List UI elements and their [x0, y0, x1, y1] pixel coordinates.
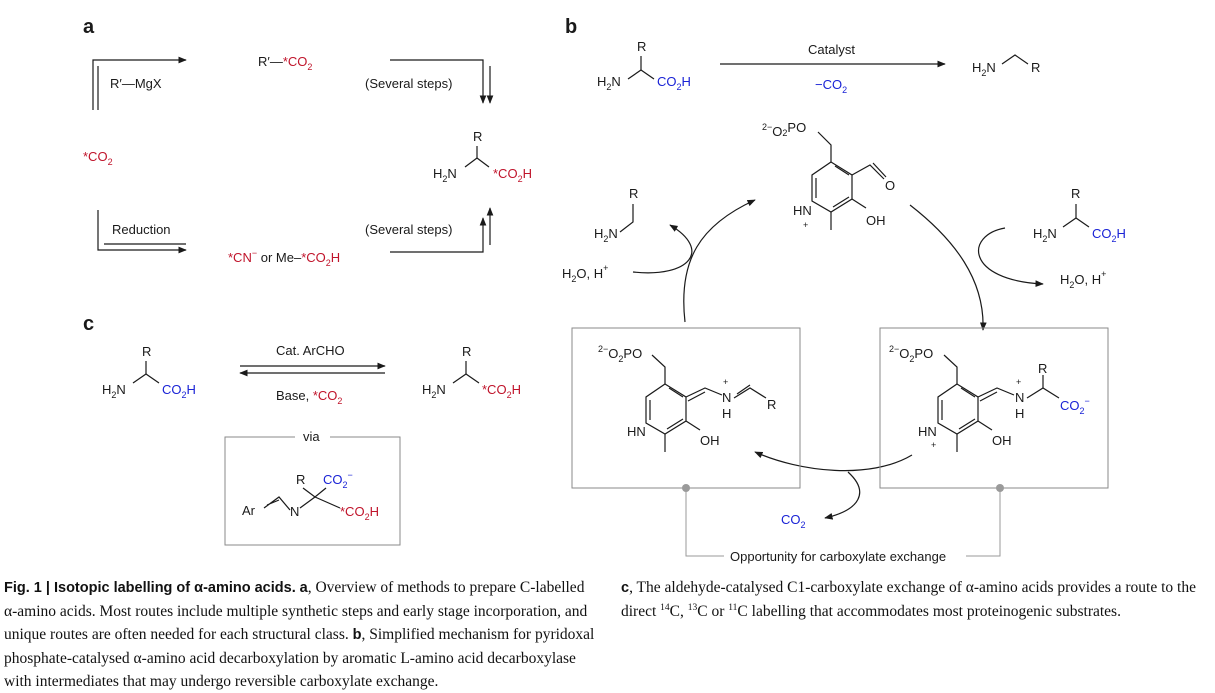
svg-text:H2N: H2N — [972, 60, 996, 78]
svg-text:N: N — [290, 504, 299, 519]
water-proton-right: H2O, H+ — [1060, 269, 1106, 290]
svg-text:R: R — [462, 344, 471, 359]
carboxylate-exchange-label: Opportunity for carboxylate exchange — [730, 549, 946, 564]
amine-released: R H2N — [594, 186, 638, 244]
svg-text:OH: OH — [866, 213, 886, 228]
released-co2: CO2 — [781, 512, 806, 530]
caption-title: Fig. 1 | Isotopic labelling of α-amino a… — [4, 580, 296, 596]
svg-text:HN: HN — [627, 424, 646, 439]
svg-text:CO2H: CO2H — [657, 74, 691, 92]
amine-product-b: H2N R — [972, 54, 1040, 78]
svg-text:R: R — [637, 39, 646, 54]
svg-text:H: H — [722, 406, 731, 421]
svg-text:CO2H: CO2H — [162, 382, 196, 400]
svg-text:*CO2H: *CO2H — [482, 382, 521, 400]
svg-text:R: R — [473, 129, 482, 144]
substrate-aldimine-box — [879, 327, 1109, 489]
svg-text:R: R — [629, 186, 638, 201]
cyanide-or-acetate: *CN− or Me–*CO2H — [228, 248, 340, 268]
catalyst-label: Catalyst — [808, 42, 855, 57]
lower-several-steps-arrow — [390, 207, 494, 253]
svg-text:R: R — [142, 344, 151, 359]
caption-a-text: , Overview of methods to prepare C-label… — [4, 579, 588, 643]
svg-text:2−O2PO: 2−O2PO — [762, 120, 806, 139]
amino-acid-substrate-c: R H2N CO2H — [102, 344, 196, 400]
equilibrium-arrows — [239, 362, 386, 377]
svg-text:R: R — [1071, 186, 1080, 201]
svg-text:H2N: H2N — [1033, 226, 1057, 244]
svg-text:*CO2H: *CO2H — [493, 166, 532, 184]
svg-text:N: N — [1015, 390, 1024, 405]
svg-text:H2N: H2N — [102, 382, 126, 400]
catalyst-archo-label: Cat. ArCHO — [276, 343, 345, 358]
svg-text:R: R — [296, 472, 305, 487]
figure-artwork: a R′—MgX R′—*CO2 (Several steps) *CO2 R … — [83, 16, 1126, 564]
upper-several-steps-label: (Several steps) — [365, 76, 452, 91]
via-intermediate-box: via R CO2− Ar N *CO2H — [224, 429, 401, 546]
r-co2-intermediate: R′—*CO2 — [258, 54, 312, 72]
amino-acid-entering: R H2N CO2H — [1033, 186, 1126, 244]
product-aldimine: 2−O2PO N + H R OH HN — [598, 344, 776, 452]
catalytic-cycle-arrows — [632, 199, 1044, 520]
panel-label-c: c — [83, 313, 94, 335]
svg-text:H2N: H2N — [597, 74, 621, 92]
svg-text:Ar: Ar — [242, 503, 256, 518]
svg-text:+: + — [803, 220, 808, 230]
svg-text:CO2−: CO2− — [323, 470, 353, 490]
svg-text:H2N: H2N — [422, 382, 446, 400]
svg-text:HN: HN — [793, 203, 812, 218]
svg-text:CO2−: CO2− — [1060, 396, 1090, 416]
svg-text:H2N: H2N — [433, 166, 457, 184]
grignard-reagent: R′—MgX — [110, 76, 162, 91]
svg-text:N: N — [722, 390, 731, 405]
svg-text:H: H — [1015, 406, 1024, 421]
substrate-aldimine: 2−O2PO N + H R CO2− OH HN + — [889, 344, 1090, 452]
svg-text:R: R — [767, 397, 776, 412]
caption-column-right: c, The aldehyde-catalysed C1-carboxylate… — [621, 579, 1196, 620]
svg-text:+: + — [931, 440, 936, 450]
base-co2-label: Base, *CO2 — [276, 388, 342, 406]
svg-text:OH: OH — [992, 433, 1012, 448]
reduction-arrow — [97, 210, 187, 254]
panel-label-b: b — [565, 16, 577, 38]
upper-several-steps-arrow — [390, 59, 494, 104]
plp-cofactor-top: 2−O2PO O OH HN + — [762, 120, 895, 230]
svg-text:OH: OH — [700, 433, 720, 448]
svg-text:CO2H: CO2H — [1092, 226, 1126, 244]
svg-text:R: R — [1031, 60, 1040, 75]
carboxylate-exchange-bracket — [682, 484, 1004, 557]
svg-text:2−O2PO: 2−O2PO — [598, 344, 642, 364]
svg-text:R: R — [1038, 361, 1047, 376]
grignard-arrow — [92, 56, 187, 110]
svg-text:HN: HN — [918, 424, 937, 439]
svg-text:H2N: H2N — [594, 226, 618, 244]
labelled-co2-source: *CO2 — [83, 149, 113, 167]
amino-acid-product-a: R H2N *CO2H — [433, 129, 532, 184]
figure-caption: Fig. 1 | Isotopic labelling of α-amino a… — [4, 576, 1209, 693]
svg-text:*CO2H: *CO2H — [340, 504, 379, 522]
svg-text:+: + — [1016, 377, 1021, 387]
svg-text:2−O2PO: 2−O2PO — [889, 344, 933, 364]
svg-text:via: via — [303, 429, 320, 444]
lower-several-steps-label: (Several steps) — [365, 222, 452, 237]
panel-label-a: a — [83, 16, 95, 38]
minus-co2-label: −CO2 — [815, 77, 847, 95]
amino-acid-product-c: R H2N *CO2H — [422, 344, 521, 400]
caption-c-text: , The aldehyde-catalysed C1-carboxylate … — [621, 579, 1196, 620]
amino-acid-substrate-b: R H2N CO2H — [597, 39, 691, 92]
caption-column-left: Fig. 1 | Isotopic labelling of α-amino a… — [4, 579, 595, 690]
water-proton-left: H2O, H+ — [562, 263, 608, 284]
svg-text:O: O — [885, 178, 895, 193]
svg-text:+: + — [723, 377, 728, 387]
reduction-label: Reduction — [112, 222, 171, 237]
